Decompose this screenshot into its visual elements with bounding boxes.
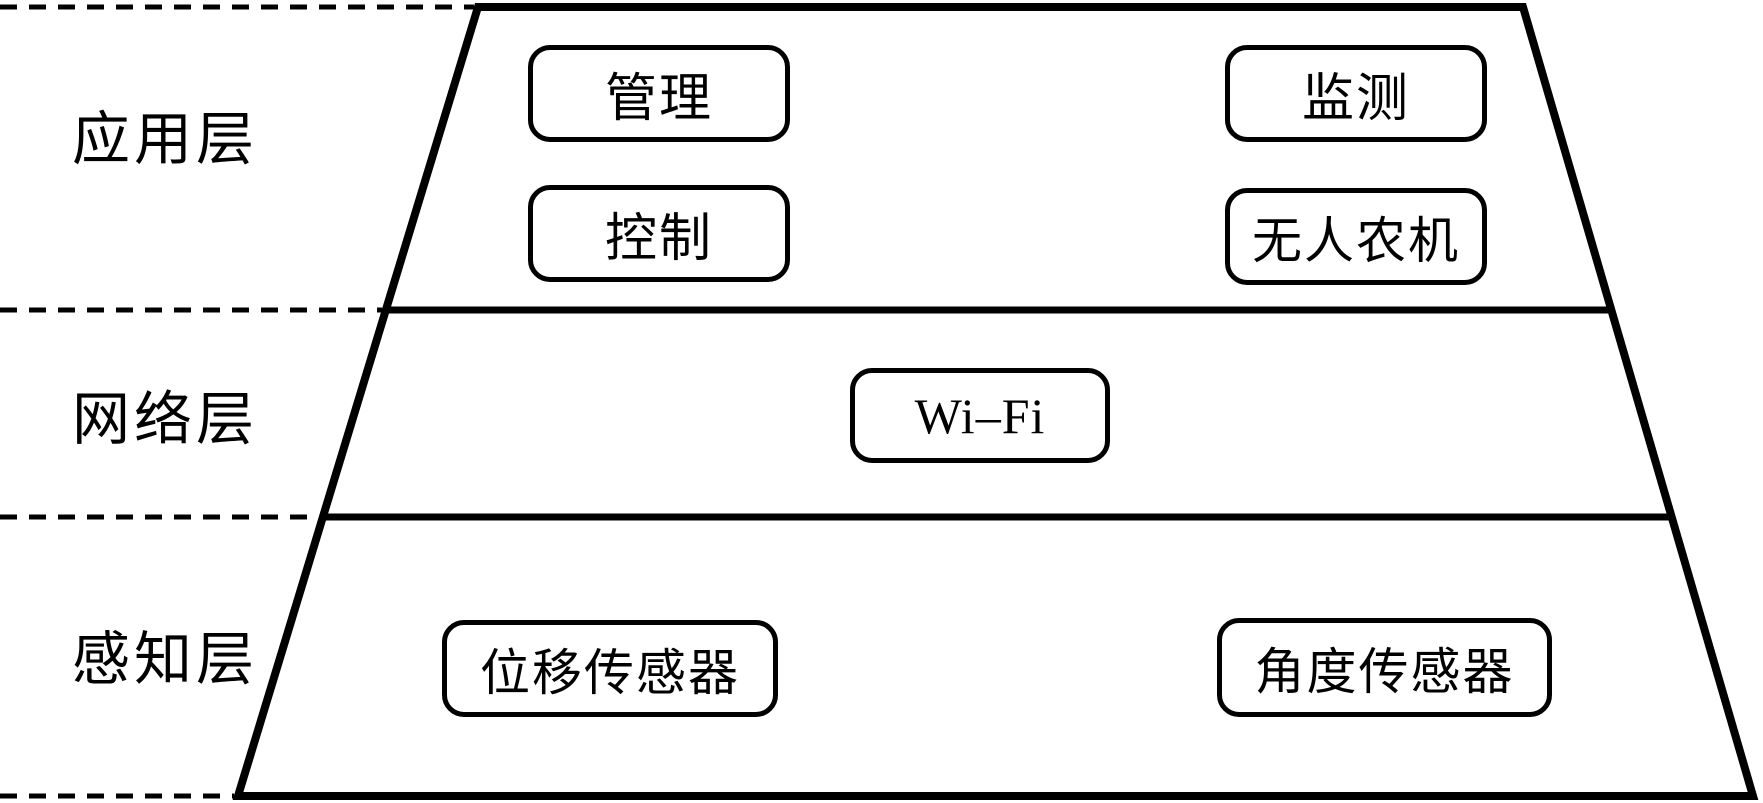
- node-angle-sensor: 角度传感器: [1217, 618, 1552, 717]
- node-unmanned-farm-machine: 无人农机: [1225, 188, 1487, 285]
- node-wifi: Wi–Fi: [850, 368, 1110, 463]
- node-control: 控制: [528, 185, 790, 282]
- node-management: 管理: [528, 45, 790, 142]
- layer-label-perception: 感知层: [71, 627, 258, 692]
- trapezoid-outline: [232, 2, 1759, 800]
- node-displacement-sensor: 位移传感器: [442, 620, 778, 717]
- layer-label-network: 网络层: [71, 387, 258, 452]
- node-monitoring: 监测: [1225, 45, 1487, 142]
- layer-label-application: 应用层: [71, 107, 258, 172]
